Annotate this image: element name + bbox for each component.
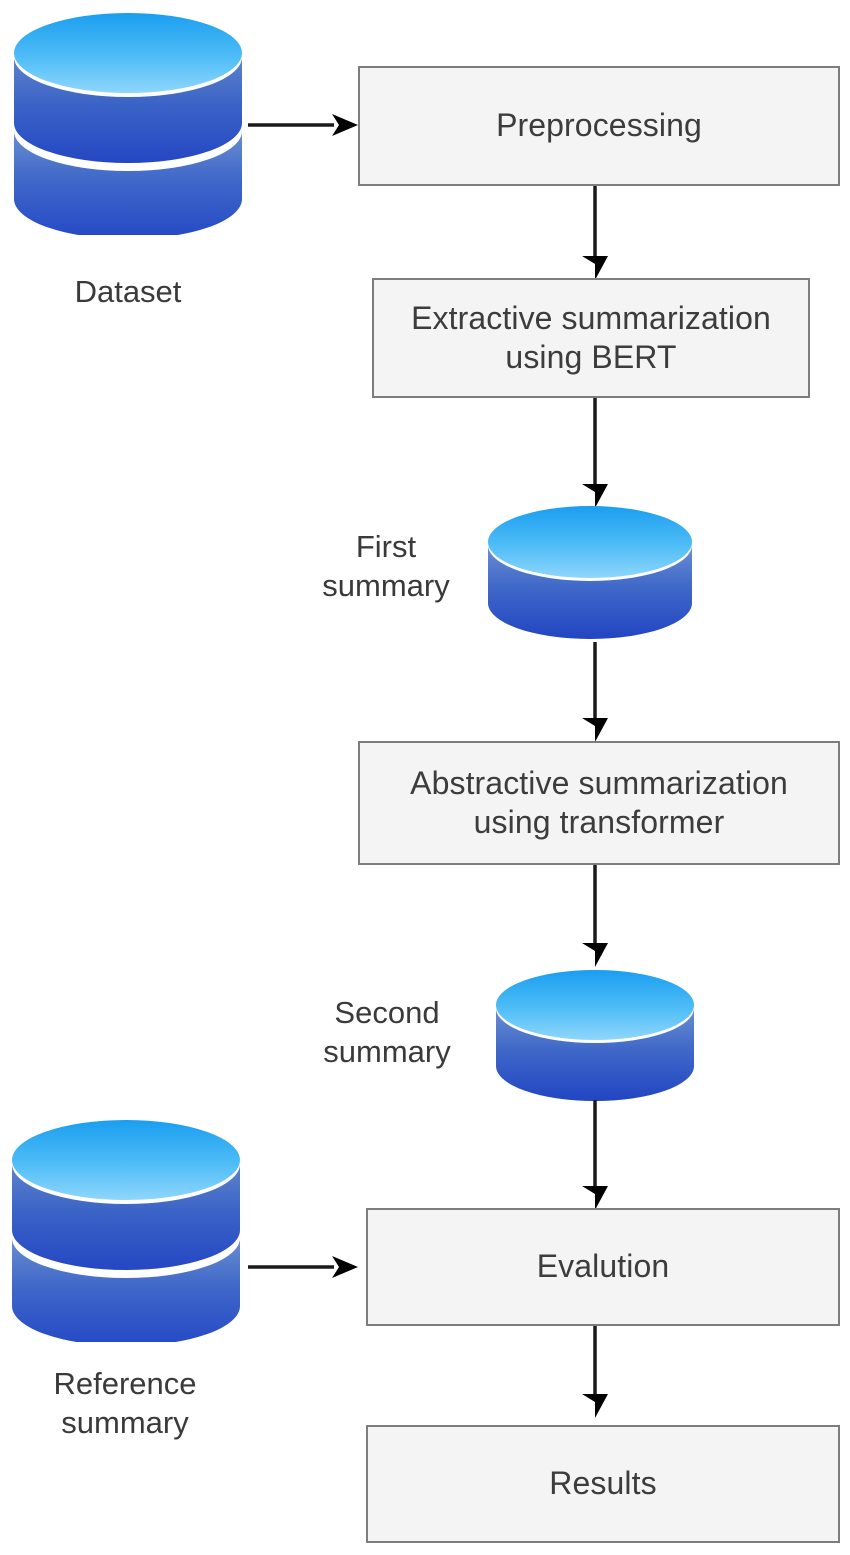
results-box[interactable]: Results xyxy=(366,1425,840,1543)
extractive-summarization-box[interactable]: Extractive summarization using BERT xyxy=(372,278,810,398)
edge-first-summary-to-abstractive xyxy=(578,642,612,742)
results-label: Results xyxy=(549,1465,657,1502)
edge-extractive-to-first-summary xyxy=(578,398,612,508)
evaluation-box[interactable]: Evalution xyxy=(366,1208,840,1326)
edge-abstractive-to-second-summary xyxy=(578,865,612,967)
abstractive-summarization-label: Abstractive summarization using transfor… xyxy=(410,764,788,840)
first-summary-label: First summary xyxy=(322,529,450,603)
dataset-cylinder-icon xyxy=(6,11,250,235)
edge-preprocessing-to-extractive xyxy=(578,186,612,280)
dataset-label: Dataset xyxy=(74,274,182,309)
abstractive-summarization-box[interactable]: Abstractive summarization using transfor… xyxy=(358,741,840,865)
first-summary-cylinder-icon xyxy=(484,505,696,645)
edge-second-summary-to-evaluation xyxy=(578,1100,612,1210)
edge-evaluation-to-results xyxy=(578,1326,612,1418)
preprocessing-box[interactable]: Preprocessing xyxy=(358,66,840,186)
edge-dataset-to-preprocessing xyxy=(246,110,358,140)
preprocessing-label: Preprocessing xyxy=(496,107,702,144)
second-summary-cylinder-icon xyxy=(492,970,698,1106)
reference-summary-label: Reference summary xyxy=(53,1366,197,1440)
edge-reference-summary-to-evaluation xyxy=(246,1252,358,1282)
extractive-summarization-label: Extractive summarization using BERT xyxy=(411,299,771,375)
evaluation-label: Evalution xyxy=(536,1248,670,1285)
second-summary-label: Second summary xyxy=(323,995,451,1069)
reference-summary-cylinder-icon xyxy=(4,1118,248,1342)
